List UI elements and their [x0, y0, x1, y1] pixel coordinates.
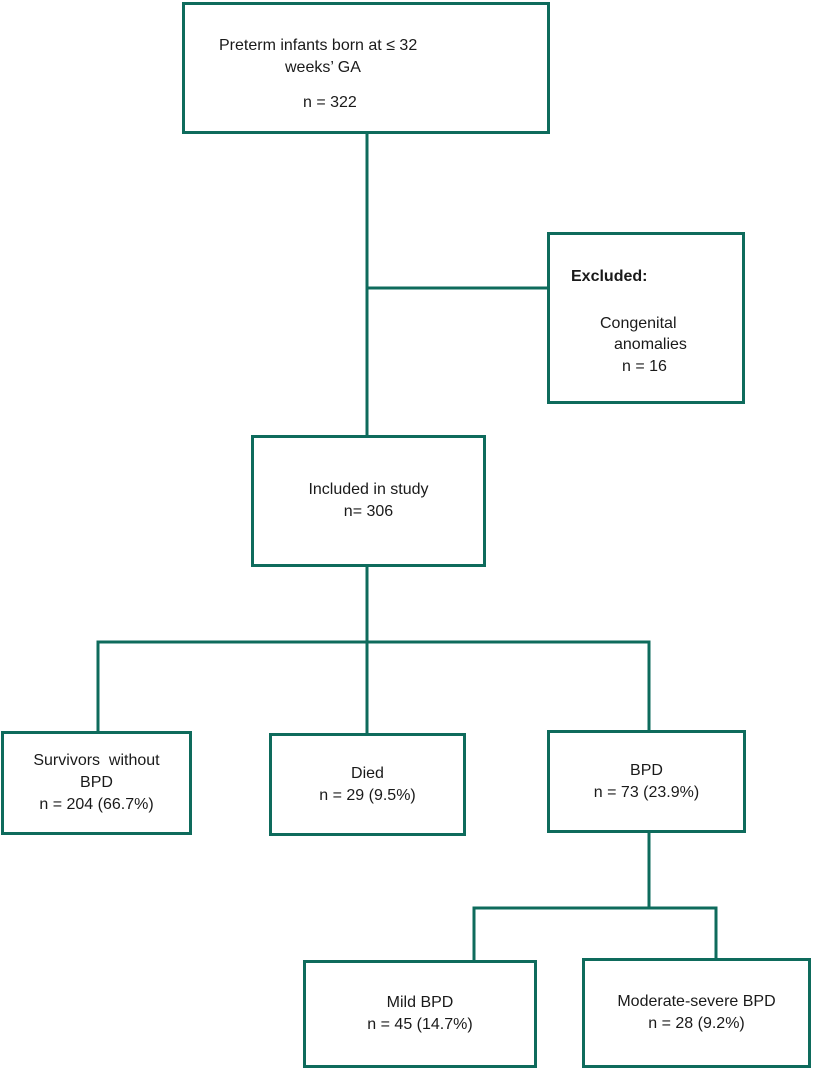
- included-label: Included in study: [308, 481, 429, 498]
- excluded-count: n = 16: [622, 358, 667, 375]
- moderate-severe-bpd-label: Moderate-severe BPD: [617, 993, 776, 1010]
- excluded-title: Excluded:: [571, 268, 648, 285]
- preterm-label-line1: Preterm infants born at ≤ 32: [219, 37, 418, 54]
- excluded-reason-line1: Congenital: [600, 315, 677, 332]
- died-count: n = 29 (9.5%): [319, 786, 416, 804]
- survivors-without-bpd-box: Survivors without BPD n = 204 (66.7%): [1, 731, 192, 835]
- bpd-box: BPD n = 73 (23.9%): [547, 730, 746, 833]
- included-count: n= 306: [343, 503, 394, 520]
- preterm-count: n = 322: [303, 94, 357, 111]
- preterm-label-line2: weeks’ GA: [285, 59, 361, 76]
- included-in-study-box: Included in study n= 306: [251, 435, 486, 567]
- survivors-count: n = 204 (66.7%): [39, 796, 154, 813]
- excluded-reason-line2: anomalies: [614, 336, 687, 353]
- died-label: Died: [351, 764, 384, 782]
- moderate-severe-bpd-count: n = 28 (9.2%): [648, 1015, 745, 1032]
- survivors-label-line1: Survivors without: [33, 752, 160, 769]
- mild-bpd-label: Mild BPD: [386, 994, 454, 1011]
- bpd-label: BPD: [630, 761, 663, 779]
- excluded-box: Excluded: Congenital anomalies n = 16: [547, 232, 745, 404]
- survivors-label-line2: BPD: [80, 774, 113, 791]
- mild-bpd-count: n = 45 (14.7%): [367, 1016, 473, 1033]
- mild-bpd-box: Mild BPD n = 45 (14.7%): [303, 960, 537, 1068]
- bpd-count: n = 73 (23.9%): [593, 783, 700, 801]
- preterm-infants-box: Preterm infants born at ≤ 32 weeks’ GA n…: [182, 2, 550, 134]
- moderate-severe-bpd-box: Moderate-severe BPD n = 28 (9.2%): [582, 958, 811, 1068]
- died-box: Died n = 29 (9.5%): [269, 733, 466, 836]
